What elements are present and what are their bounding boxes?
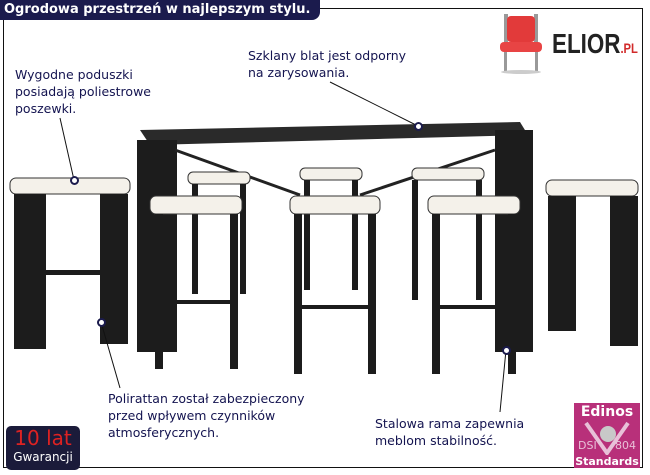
badge-right-code: 804 xyxy=(615,439,636,452)
annotation-line: Wygodne poduszki xyxy=(15,67,133,82)
annotation-rattan: Polirattan został zabezpieczony przed wpł… xyxy=(108,390,305,441)
stools xyxy=(9,167,639,374)
cushion-hotspot[interactable] xyxy=(70,176,79,185)
chair-logo-icon xyxy=(500,14,542,74)
annotation-line: Szklany blat jest odporny xyxy=(248,48,407,63)
badge-left-code: DSI xyxy=(578,439,597,452)
annotation-line: przed wpływem czynników xyxy=(108,408,276,423)
annotation-line: atmosferycznych. xyxy=(108,425,220,440)
content-frame xyxy=(3,8,643,468)
annotation-line: poszewki. xyxy=(15,101,77,116)
edinos-standards-badge: Edinos DSI 804 Standards xyxy=(574,403,640,468)
glass-hotspot[interactable] xyxy=(414,122,423,131)
warranty-years: 10 lat xyxy=(14,426,72,450)
annotation-line: meblom stabilność. xyxy=(375,433,497,448)
check-v-icon xyxy=(584,421,630,455)
brand-suffix: .PL xyxy=(620,40,638,56)
page-title: Ogrodowa przestrzeń w najlepszym stylu. xyxy=(0,0,321,20)
brand-logo: ELIOR.PL xyxy=(552,28,638,64)
frame-hotspot[interactable] xyxy=(502,346,511,355)
warranty-label: Gwarancji xyxy=(13,450,73,464)
badge-brand: Edinos xyxy=(580,404,634,420)
annotation-line: Stalowa rama zapewnia xyxy=(375,416,525,431)
badge-label: Standards xyxy=(575,455,639,468)
annotation-frame: Stalowa rama zapewnia meblom stabilność. xyxy=(375,415,524,449)
annotation-line: na zarysowania. xyxy=(248,65,350,80)
brand-name: ELIOR xyxy=(552,28,621,59)
warranty-badge: 10 lat Gwarancji xyxy=(6,426,80,470)
annotation-line: posiadają poliestrowe xyxy=(15,84,151,99)
rattan-hotspot[interactable] xyxy=(97,318,106,327)
annotation-glass: Szklany blat jest odporny na zarysowania. xyxy=(248,47,406,81)
annotation-line: Polirattan został zabezpieczony xyxy=(108,391,305,406)
annotation-cushions: Wygodne poduszki posiadają poliestrowe pos… xyxy=(15,66,151,117)
